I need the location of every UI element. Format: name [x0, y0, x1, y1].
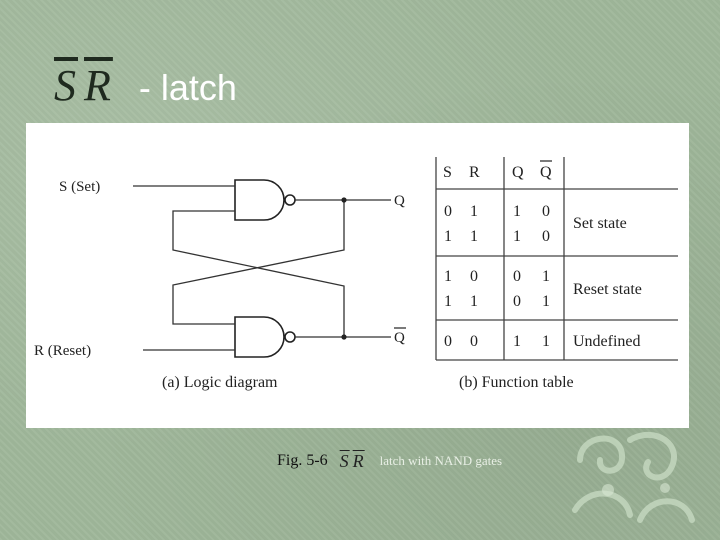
table-header-s: S: [443, 164, 452, 181]
caption-text: latch with NAND gates: [379, 453, 503, 468]
label-input-r: R (Reset): [34, 343, 91, 359]
caption-fig-number: Fig. 5-6: [277, 452, 328, 469]
caption-r-bar: R: [352, 450, 365, 471]
table-cell: 0: [542, 203, 550, 220]
table-header-r: R: [469, 164, 480, 181]
title-s-bar: S: [54, 61, 78, 110]
table-cell: 1: [444, 293, 452, 310]
table-cell: 0: [444, 333, 452, 350]
table-cell: 1: [444, 268, 452, 285]
junction-dot-qbar: [341, 334, 347, 340]
wire-feedback-q: [172, 200, 345, 325]
table-cell: 0: [542, 228, 550, 245]
table-cell: 1: [470, 293, 478, 310]
decorative-ornament-icon: [572, 431, 695, 523]
table-header-qbar: Q: [540, 164, 552, 181]
wire-feedback-qbar: [172, 210, 345, 337]
label-output-qbar: Q: [394, 330, 405, 346]
title-r-bar: R: [84, 61, 113, 110]
title-text: - latch: [138, 67, 237, 108]
table-cell: 1: [444, 228, 452, 245]
table-cell: 0: [470, 333, 478, 350]
table-header-q: Q: [512, 164, 524, 181]
table-state-undefined: Undefined: [573, 333, 641, 350]
table-cell: 1: [513, 333, 521, 350]
nand-gate-bottom: [234, 316, 285, 358]
label-caption-b: (b) Function table: [459, 374, 574, 391]
label-output-q: Q: [394, 193, 405, 209]
nand-bubble-top: [284, 194, 296, 206]
function-table: S R Q Q 0 1 1 0 1 1 1 0 1 0 0 1 1 1 0 1: [435, 157, 678, 391]
table-cell: 1: [542, 268, 550, 285]
caption-s-bar: S: [339, 450, 350, 471]
table-cell: 1: [513, 203, 521, 220]
table-cell: 1: [470, 203, 478, 220]
table-cell: 1: [542, 293, 550, 310]
nand-bubble-bottom: [284, 331, 296, 343]
table-cell: 0: [470, 268, 478, 285]
table-state-set: Set state: [573, 215, 627, 232]
label-input-s: S (Set): [59, 179, 100, 195]
table-cell: 1: [470, 228, 478, 245]
junction-dot-q: [341, 197, 347, 203]
table-state-reset: Reset state: [573, 281, 642, 298]
logic-diagram: S (Set) R (Reset) Q Q (a) Logic diagram: [34, 179, 406, 391]
table-cell: 1: [513, 228, 521, 245]
table-cell: 1: [542, 333, 550, 350]
latch-figure: S (Set) R (Reset) Q Q (a) Logic diagram …: [34, 157, 678, 391]
table-cell: 0: [513, 268, 521, 285]
figure-panel: S (Set) R (Reset) Q Q (a) Logic diagram …: [26, 123, 689, 428]
table-cell: 0: [513, 293, 521, 310]
table-cell: 0: [444, 203, 452, 220]
label-caption-a: (a) Logic diagram: [162, 374, 278, 391]
nand-gate-top: [234, 179, 285, 221]
